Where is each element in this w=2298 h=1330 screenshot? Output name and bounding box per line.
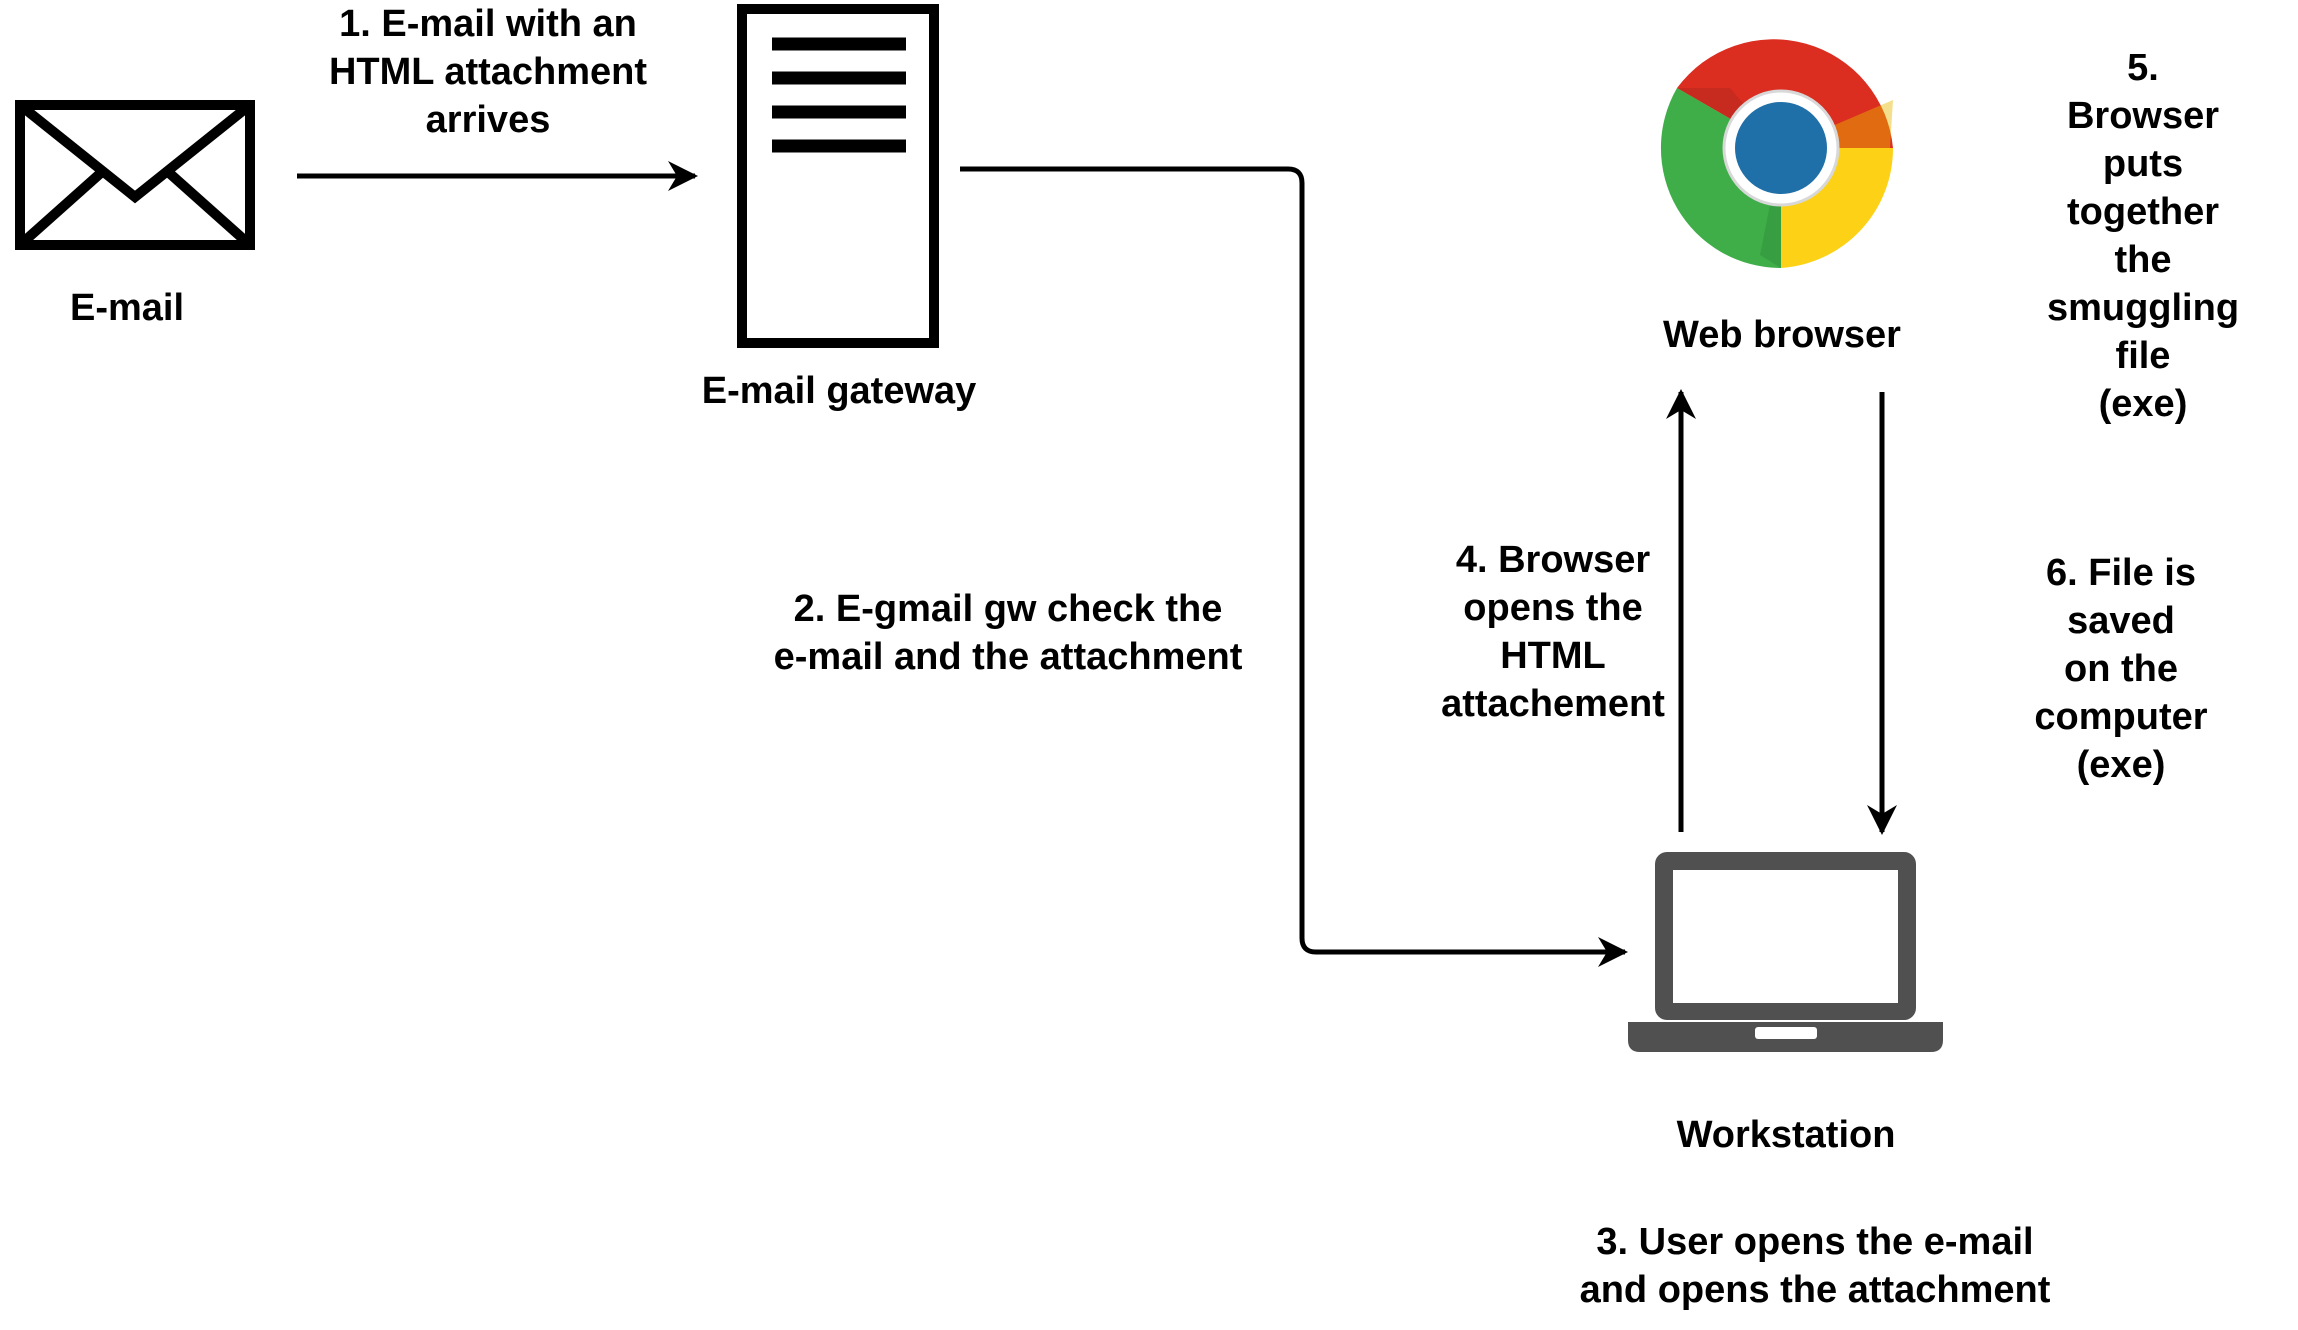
node-label-workstation: Workstation [1676,1114,1896,1156]
step-1-label: 1. E-mail with an HTML attachment arrive… [328,3,648,141]
step-6-label: 6. File is saved on the computer (exe) [2034,552,2208,786]
arrow-gateway-to-workstation [960,166,1628,967]
step-4-label: 4. Browser opens the HTML attachement [1441,539,1665,725]
step-2-label: 2. E-gmail gw check the e-mail and the a… [773,588,1243,678]
server-icon [737,4,939,348]
step-5-label: 5. Browser puts together the smuggling f… [2046,47,2240,425]
envelope-icon [15,100,255,250]
laptop-icon [1628,852,1943,1052]
step-3-label: 3. User opens the e-mail and opens the a… [1579,1221,2051,1311]
node-label-email: E-mail [69,287,185,329]
node-label-browser: Web browser [1663,314,1901,356]
node-label-gateway: E-mail gateway [701,370,977,412]
chrome-icon [1660,39,1894,269]
